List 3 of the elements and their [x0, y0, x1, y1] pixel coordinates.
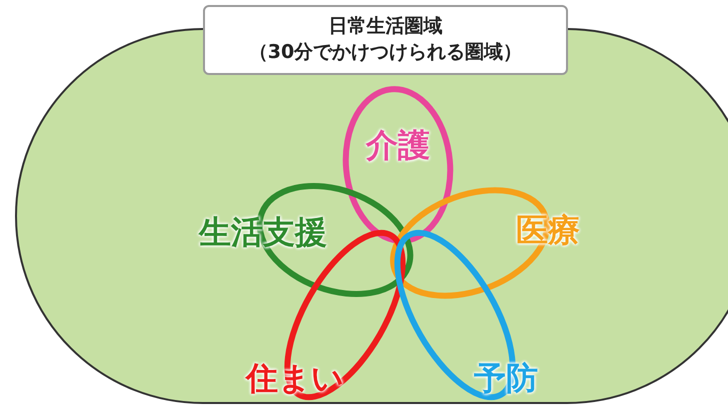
title-text: 日常生活圏域	[328, 15, 442, 39]
ring-label: 介護	[366, 129, 430, 161]
title-text: （30分でかけつけられる圏域）	[248, 41, 522, 65]
